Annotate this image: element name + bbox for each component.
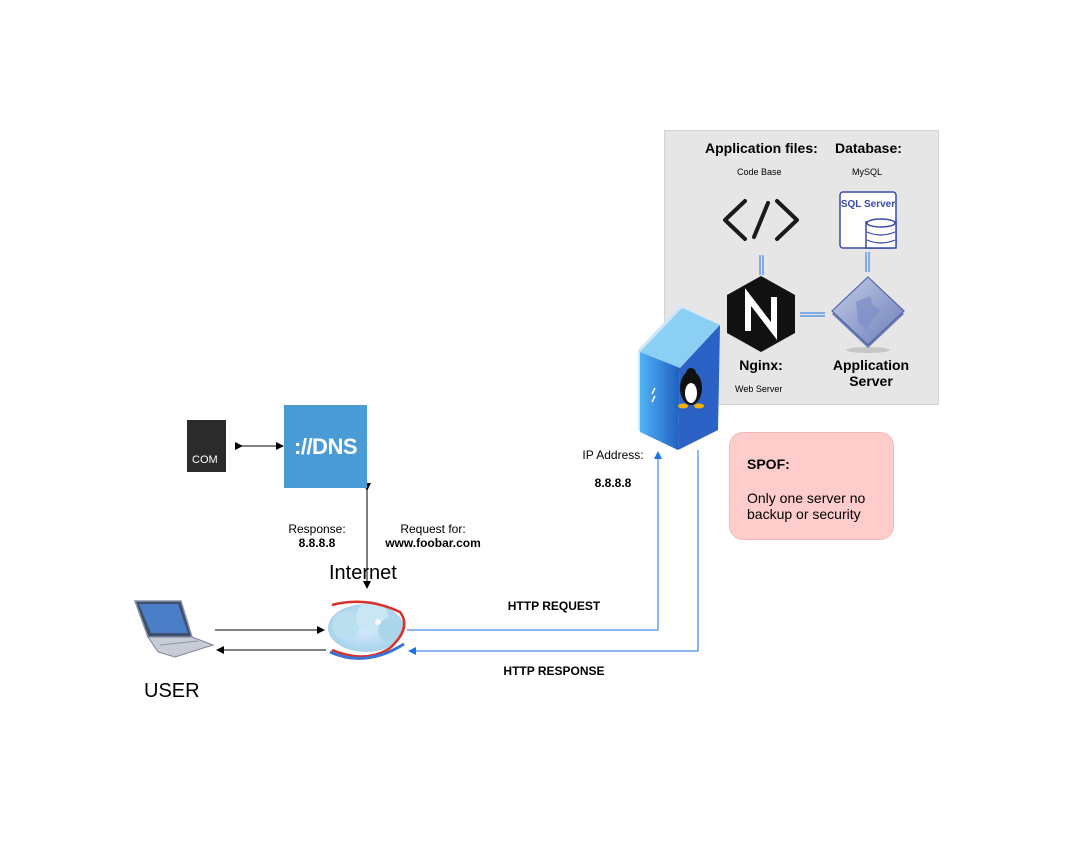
linux-server-icon [638,305,720,450]
http-response-arrow [408,450,699,655]
http-request-arrow [407,451,662,631]
user-label: USER [144,680,200,702]
spof-callout [729,432,894,540]
internet-label: Internet [329,562,397,584]
panel-connectors [759,252,870,317]
http-request-label: HTTP REQUEST [507,599,601,613]
http-response-label: HTTP RESPONSE [503,664,605,678]
mysql-label: MySQL [852,167,883,177]
spof-text: Only one server no backup or security [747,490,866,522]
web-server-label: Web Server [735,384,783,394]
com-text: COM [192,454,218,466]
request-label: Request for: [400,522,466,536]
nginx-icon [727,276,795,352]
database-header: Database: [835,140,902,156]
code-base-label: Code Base [737,167,782,177]
ip-address-label: IP Address: [582,448,644,462]
nginx-label: Nginx: [739,357,783,373]
sql-server-icon [839,191,897,249]
app-files-header: Application files: [705,140,818,156]
ip-address-value: 8.8.8.8 [594,476,632,490]
com-icon: COM [187,420,226,472]
dns-icon: ://DNS [284,405,367,488]
spof-title: SPOF: [747,456,790,472]
application-server-icon [831,276,905,353]
app-server-label: Application Server [832,357,910,389]
response-value: 8.8.8.8 [298,536,336,550]
laptop-icon [133,600,215,658]
request-value: www.foobar.com [385,536,481,550]
code-icon [723,199,799,241]
internet-cloud-icon [328,600,406,660]
response-label: Response: [288,522,346,536]
sql-server-text: SQL Server [841,199,895,210]
